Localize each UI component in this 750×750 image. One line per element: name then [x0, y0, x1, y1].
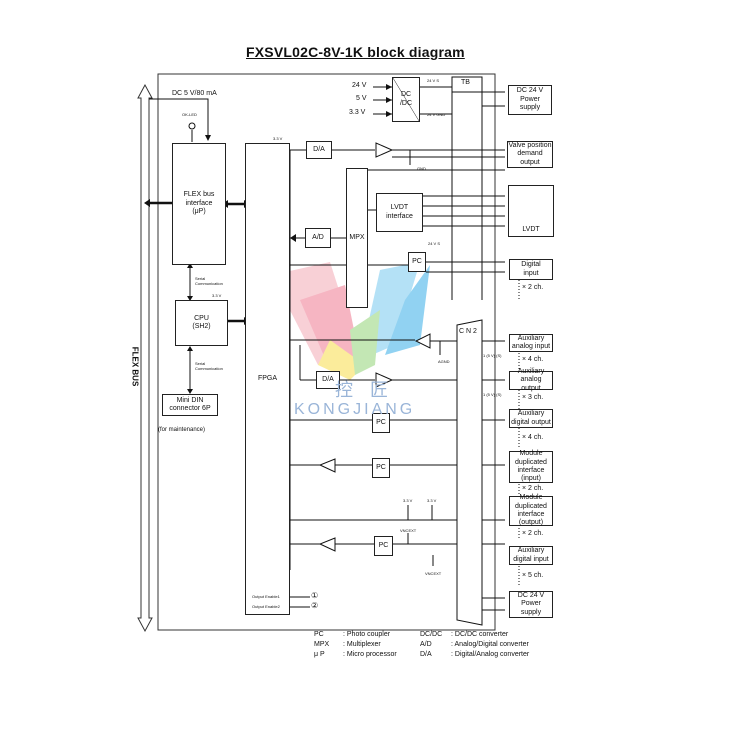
- multiplier-module-dup-output: × 2 ch.: [522, 530, 544, 537]
- pc-digital-input: PC: [408, 252, 426, 272]
- volt-33-label: 3.3 V: [349, 109, 366, 116]
- module-dup-output-block: Module duplicated interface (output): [509, 494, 553, 526]
- multiplier-aux-analog-output: × 3 ch.: [522, 394, 544, 401]
- output-enable-1-label: Output Enable1: [252, 594, 280, 599]
- aux-analog-input-block: Auxiliary analog input: [509, 334, 553, 352]
- legend-abbr-dcdc: DC/DC: [420, 631, 443, 638]
- agnd-label: AGND: [438, 359, 450, 364]
- multiplier-digital-input: × 2 ch.: [522, 284, 544, 291]
- ad-converter: A/D: [305, 228, 331, 248]
- flex-bus-interface-block: FLEX bus interface (μP): [172, 143, 226, 265]
- dc24-supply-top: DC 24 V Power supply: [508, 85, 552, 115]
- ok-led-label: OK-LED: [182, 112, 197, 117]
- pc-module-dup-input: PC: [372, 458, 390, 478]
- legend-desc-dcdc: : DC/DC converter: [451, 631, 509, 638]
- module-dup-input-block: Module duplicated interface (input): [509, 450, 553, 483]
- tb-label: TB: [461, 79, 470, 86]
- valve-position-output: Valve position demand output: [507, 141, 553, 168]
- fpga-block: FPGA: [245, 143, 290, 615]
- legend-desc-up: : Micro processor: [343, 651, 397, 658]
- aux-digital-input-block: Auxiliary digital input: [509, 546, 553, 565]
- digital-input-block: Digital input: [509, 259, 553, 280]
- pc-aux-digital-input: PC: [374, 536, 393, 556]
- aux-digital-output-block: Auxiliary digital output: [509, 409, 553, 428]
- flex-bus-arrow: [137, 83, 153, 633]
- aux-in-5v-label: 1 (5 V) (S): [483, 353, 502, 358]
- pc-aux-digital-output: PC: [372, 413, 390, 433]
- aux-analog-output-block: Auxiliary analog output: [509, 368, 553, 392]
- output-enable-1-terminal: ①: [311, 591, 319, 600]
- legend-abbr-pc: PC: [314, 631, 324, 638]
- vncext-label-2: VNCEXT: [425, 571, 442, 576]
- legend-abbr-mpx: MPX: [314, 641, 330, 648]
- cpu-block: CPU (SH2): [175, 300, 228, 346]
- legend-desc-ad: : Analog/Digital converter: [451, 641, 529, 648]
- watermark-logo: [272, 262, 430, 380]
- for-maintenance-label: (for maintenance): [158, 427, 206, 433]
- multiplier-aux-digital-input: × 5 ch.: [522, 572, 544, 579]
- dc5v-label: DC 5 V/80 mA: [172, 90, 217, 97]
- legend-desc-mpx: : Multiplexer: [343, 641, 381, 648]
- serial-comm-label-1: Serial Communication: [195, 276, 223, 286]
- mini-din-connector-block: Mini DIN connector 6P: [162, 394, 218, 416]
- legend-desc-pc: : Photo coupler: [343, 631, 391, 638]
- da-converter-top: D/A: [306, 141, 332, 159]
- lvdt-interface-block: LVDT interface: [376, 193, 423, 232]
- v24s-dcdc-label: 24 V S: [427, 78, 440, 83]
- legend-abbr-da: D/A: [420, 651, 432, 658]
- vncext-label: VNCEXT: [400, 528, 417, 533]
- v33-mod-label-2: 3.3 V: [427, 498, 437, 503]
- v24s-pc-label: 24 V S: [428, 241, 441, 246]
- module-enclosure: [157, 73, 496, 631]
- multiplier-module-dup-input: × 2 ch.: [522, 485, 544, 492]
- volt-5-label: 5 V: [356, 95, 367, 102]
- multiplier-aux-analog-input: × 4 ch.: [522, 356, 544, 363]
- multiplier-aux-digital-output: × 4 ch.: [522, 434, 544, 441]
- da-converter-aux: D/A: [316, 371, 340, 389]
- aux-out-5v-label: 1 (5 V) (S): [483, 392, 502, 397]
- legend-abbr-ad: A/D: [420, 641, 432, 648]
- gnd-label-1: GND: [417, 166, 426, 171]
- output-enable-2-terminal: ②: [311, 601, 319, 610]
- dc24-supply-bottom: DC 24 V Power supply: [509, 591, 553, 618]
- serial-comm-label-2: Serial Communication: [195, 361, 223, 371]
- v33-mod-label: 3.3 V: [403, 498, 413, 503]
- volt-24-label: 24 V: [352, 82, 367, 89]
- v33-fpga-label: 3.3 V: [273, 136, 283, 141]
- output-enable-2-label: Output Enable2: [252, 604, 280, 609]
- mpx-block: MPX: [346, 168, 368, 308]
- legend-abbr-up: μ P: [314, 651, 325, 658]
- diagram-title: FXSVL02C-8V-1K block diagram: [246, 44, 465, 60]
- legend-desc-da: : Digital/Analog converter: [451, 651, 530, 658]
- flex-bus-label: FLEX BUS: [130, 346, 140, 387]
- watermark-cn: 控 匠: [335, 380, 395, 400]
- v33-cpu-label: 3.3 V: [212, 293, 222, 298]
- dcdc-converter: DC /DC: [392, 77, 420, 122]
- watermark-en: KONGJIANG: [294, 401, 416, 418]
- lvdt-sensor-block: LVDT: [508, 185, 554, 237]
- v24gnd-dcdc-label: 24 V GND: [427, 112, 446, 117]
- cn2-label: C N 2: [459, 328, 477, 335]
